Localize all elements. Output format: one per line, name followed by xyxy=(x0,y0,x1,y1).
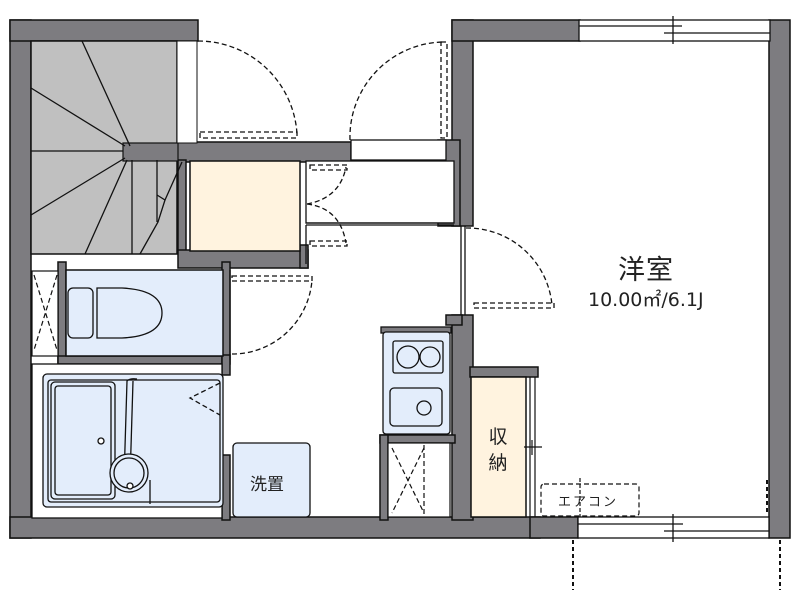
western-room-name: 洋室 xyxy=(618,255,674,286)
linen-closet xyxy=(31,270,59,357)
bottom-sliding-window[interactable] xyxy=(577,514,770,542)
storage-label-line1: 収 xyxy=(488,426,508,448)
storage xyxy=(470,376,542,518)
stairs xyxy=(30,40,198,255)
western-room-area: 10.00㎡/6.1J xyxy=(588,289,704,311)
washer-space xyxy=(232,442,311,518)
unit-bath xyxy=(31,363,224,519)
air-conditioner-icon xyxy=(540,478,640,517)
closet-doors[interactable] xyxy=(305,160,455,247)
western-room-door[interactable] xyxy=(465,227,555,309)
toilet-room xyxy=(65,269,224,357)
toilet-icon xyxy=(67,287,163,339)
storage-label-line2: 納 xyxy=(488,452,508,474)
kitchen-sink-icon xyxy=(389,387,443,427)
air-conditioner-label: エアコン xyxy=(558,495,619,510)
closet xyxy=(189,160,301,252)
balcony-lines xyxy=(572,480,781,590)
toilet-door[interactable] xyxy=(229,270,313,360)
hall-door-top[interactable] xyxy=(349,41,448,161)
sink-basin-icon xyxy=(109,453,149,493)
kitchen xyxy=(380,326,452,435)
storage-label: 収 納 xyxy=(486,424,510,476)
washer-space-label: 洗置 xyxy=(250,475,284,495)
top-sliding-window[interactable] xyxy=(578,16,771,44)
bathtub-icon xyxy=(50,381,116,500)
entrance-door[interactable] xyxy=(197,40,298,139)
fridge-space xyxy=(387,442,451,518)
stove-icon xyxy=(392,340,444,374)
